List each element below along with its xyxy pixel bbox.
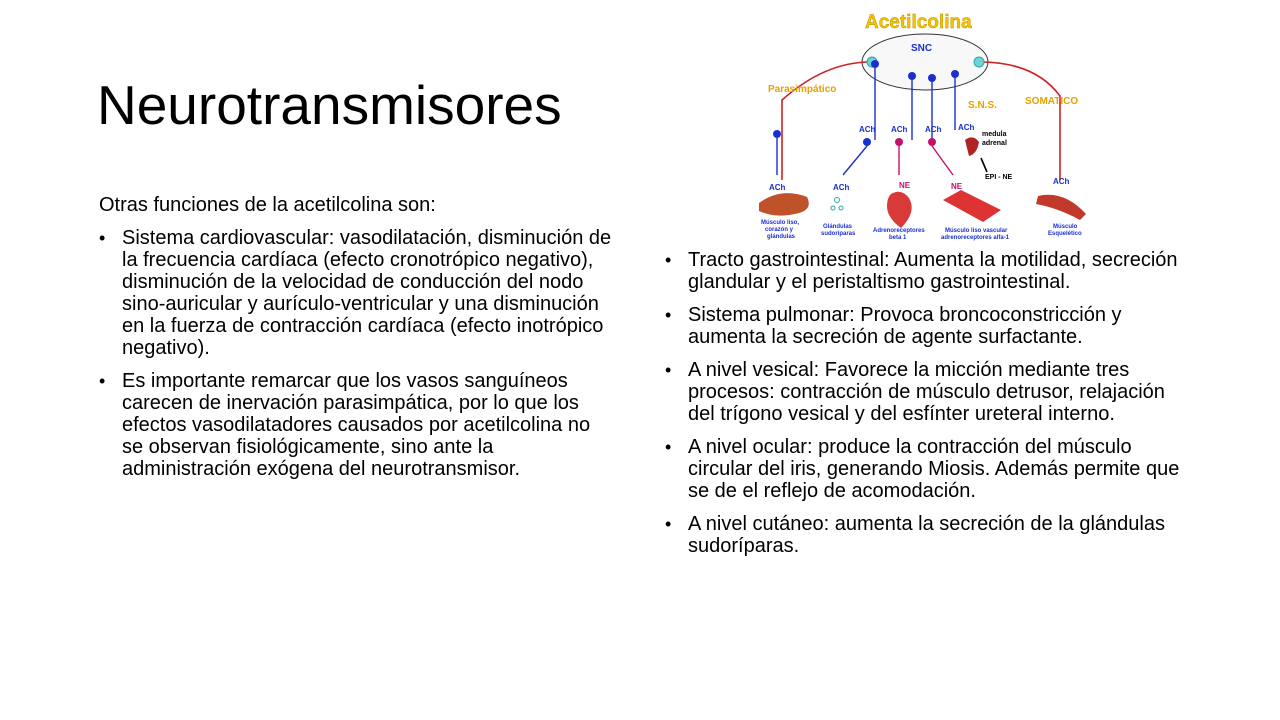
acetilcolina-diagram: Acetilcolina SNC Parasimpático S.N.S. SO…: [759, 12, 1086, 241]
diagram-title: Acetilcolina: [865, 12, 972, 33]
bullet-cutaneo: A nivel cutáneo: aumenta la secreción de…: [665, 513, 1195, 557]
smooth-muscle-target: [759, 193, 809, 216]
ach-label-3: ACh: [925, 125, 942, 134]
left-bullet-list: Sistema cardiovascular: vasodilatación, …: [99, 227, 614, 491]
ach-label-1: ACh: [859, 125, 876, 134]
target-vascular-1: Músculo liso vascular: [945, 228, 1008, 234]
intro-text: Otras funciones de la acetilcolina son:: [99, 194, 436, 216]
parasympathetic-nerve-line: [781, 61, 871, 180]
ach-label-glands: ACh: [833, 183, 850, 192]
ganglion-body-2: [895, 138, 903, 146]
target-vascular-2: adrenoreceptores alfa-1: [941, 235, 1010, 241]
postganglionic-3: [931, 145, 954, 176]
heart-target: [887, 191, 912, 228]
ne-label-vascular: NE: [951, 182, 963, 191]
neuron-body-1: [871, 60, 879, 68]
bullet-ocular: A nivel ocular: produce la contracción d…: [665, 436, 1195, 502]
gland-droplets: [830, 197, 844, 211]
target-smooth-3: glándulas: [767, 234, 796, 240]
ach-label-para: ACh: [769, 183, 786, 192]
ganglion-body-3: [928, 138, 936, 146]
vascular-smooth-muscle-target: [943, 190, 1001, 222]
ganglion-body-1: [863, 138, 871, 146]
target-heart-2: beta 1: [889, 235, 907, 241]
target-heart-1: Adrenoreceptores: [873, 228, 925, 234]
bullet-pulmonar: Sistema pulmonar: Provoca broncoconstric…: [665, 304, 1195, 348]
postganglionic-1: [842, 145, 868, 176]
ach-label-2: ACh: [891, 125, 908, 134]
adrenal-arrow: [980, 157, 988, 173]
parasimpatico-label: Parasimpático: [768, 84, 836, 95]
target-glands-2: sudoríparas: [821, 231, 856, 237]
somatico-label: SOMATICO: [1025, 96, 1078, 107]
medula-label-line2: adrenal: [982, 140, 1007, 147]
snc-label: SNC: [911, 43, 932, 54]
skeletal-muscle-target: [1036, 194, 1086, 220]
neuron-body-2: [908, 72, 916, 80]
somatic-nerve-line: [979, 61, 1061, 180]
ne-label-heart: NE: [899, 181, 911, 190]
slide-title: Neurotransmisores: [97, 74, 562, 136]
medula-adrenal-organ: [965, 137, 979, 156]
ganglion-body-para: [773, 130, 781, 138]
teal-node-right: [973, 56, 985, 68]
bullet-vasos-sanguineos: Es importante remarcar que los vasos san…: [99, 370, 614, 480]
target-smooth-1: Músculo liso,: [761, 220, 799, 226]
bullet-vesical: A nivel vesical: Favorece la micción med…: [665, 359, 1195, 425]
bullet-cardiovascular: Sistema cardiovascular: vasodilatación, …: [99, 227, 614, 359]
neuron-body-3: [928, 74, 936, 82]
ach-label-somatic: ACh: [1053, 177, 1070, 186]
target-skeletal-2: Esquelético: [1048, 231, 1082, 237]
target-glands-1: Glándulas: [823, 224, 853, 230]
medula-label-line1: medula: [982, 131, 1007, 138]
target-skeletal-1: Músculo: [1053, 224, 1078, 230]
epi-ne-label: EPI - NE: [985, 174, 1013, 181]
right-bullet-list: Tracto gastrointestinal: Aumenta la moti…: [665, 249, 1195, 568]
neuron-body-4: [951, 70, 959, 78]
target-smooth-2: corazón y: [765, 227, 794, 233]
bullet-gastrointestinal: Tracto gastrointestinal: Aumenta la moti…: [665, 249, 1195, 293]
ach-label-4: ACh: [958, 123, 975, 132]
sns-label: S.N.S.: [968, 100, 997, 111]
